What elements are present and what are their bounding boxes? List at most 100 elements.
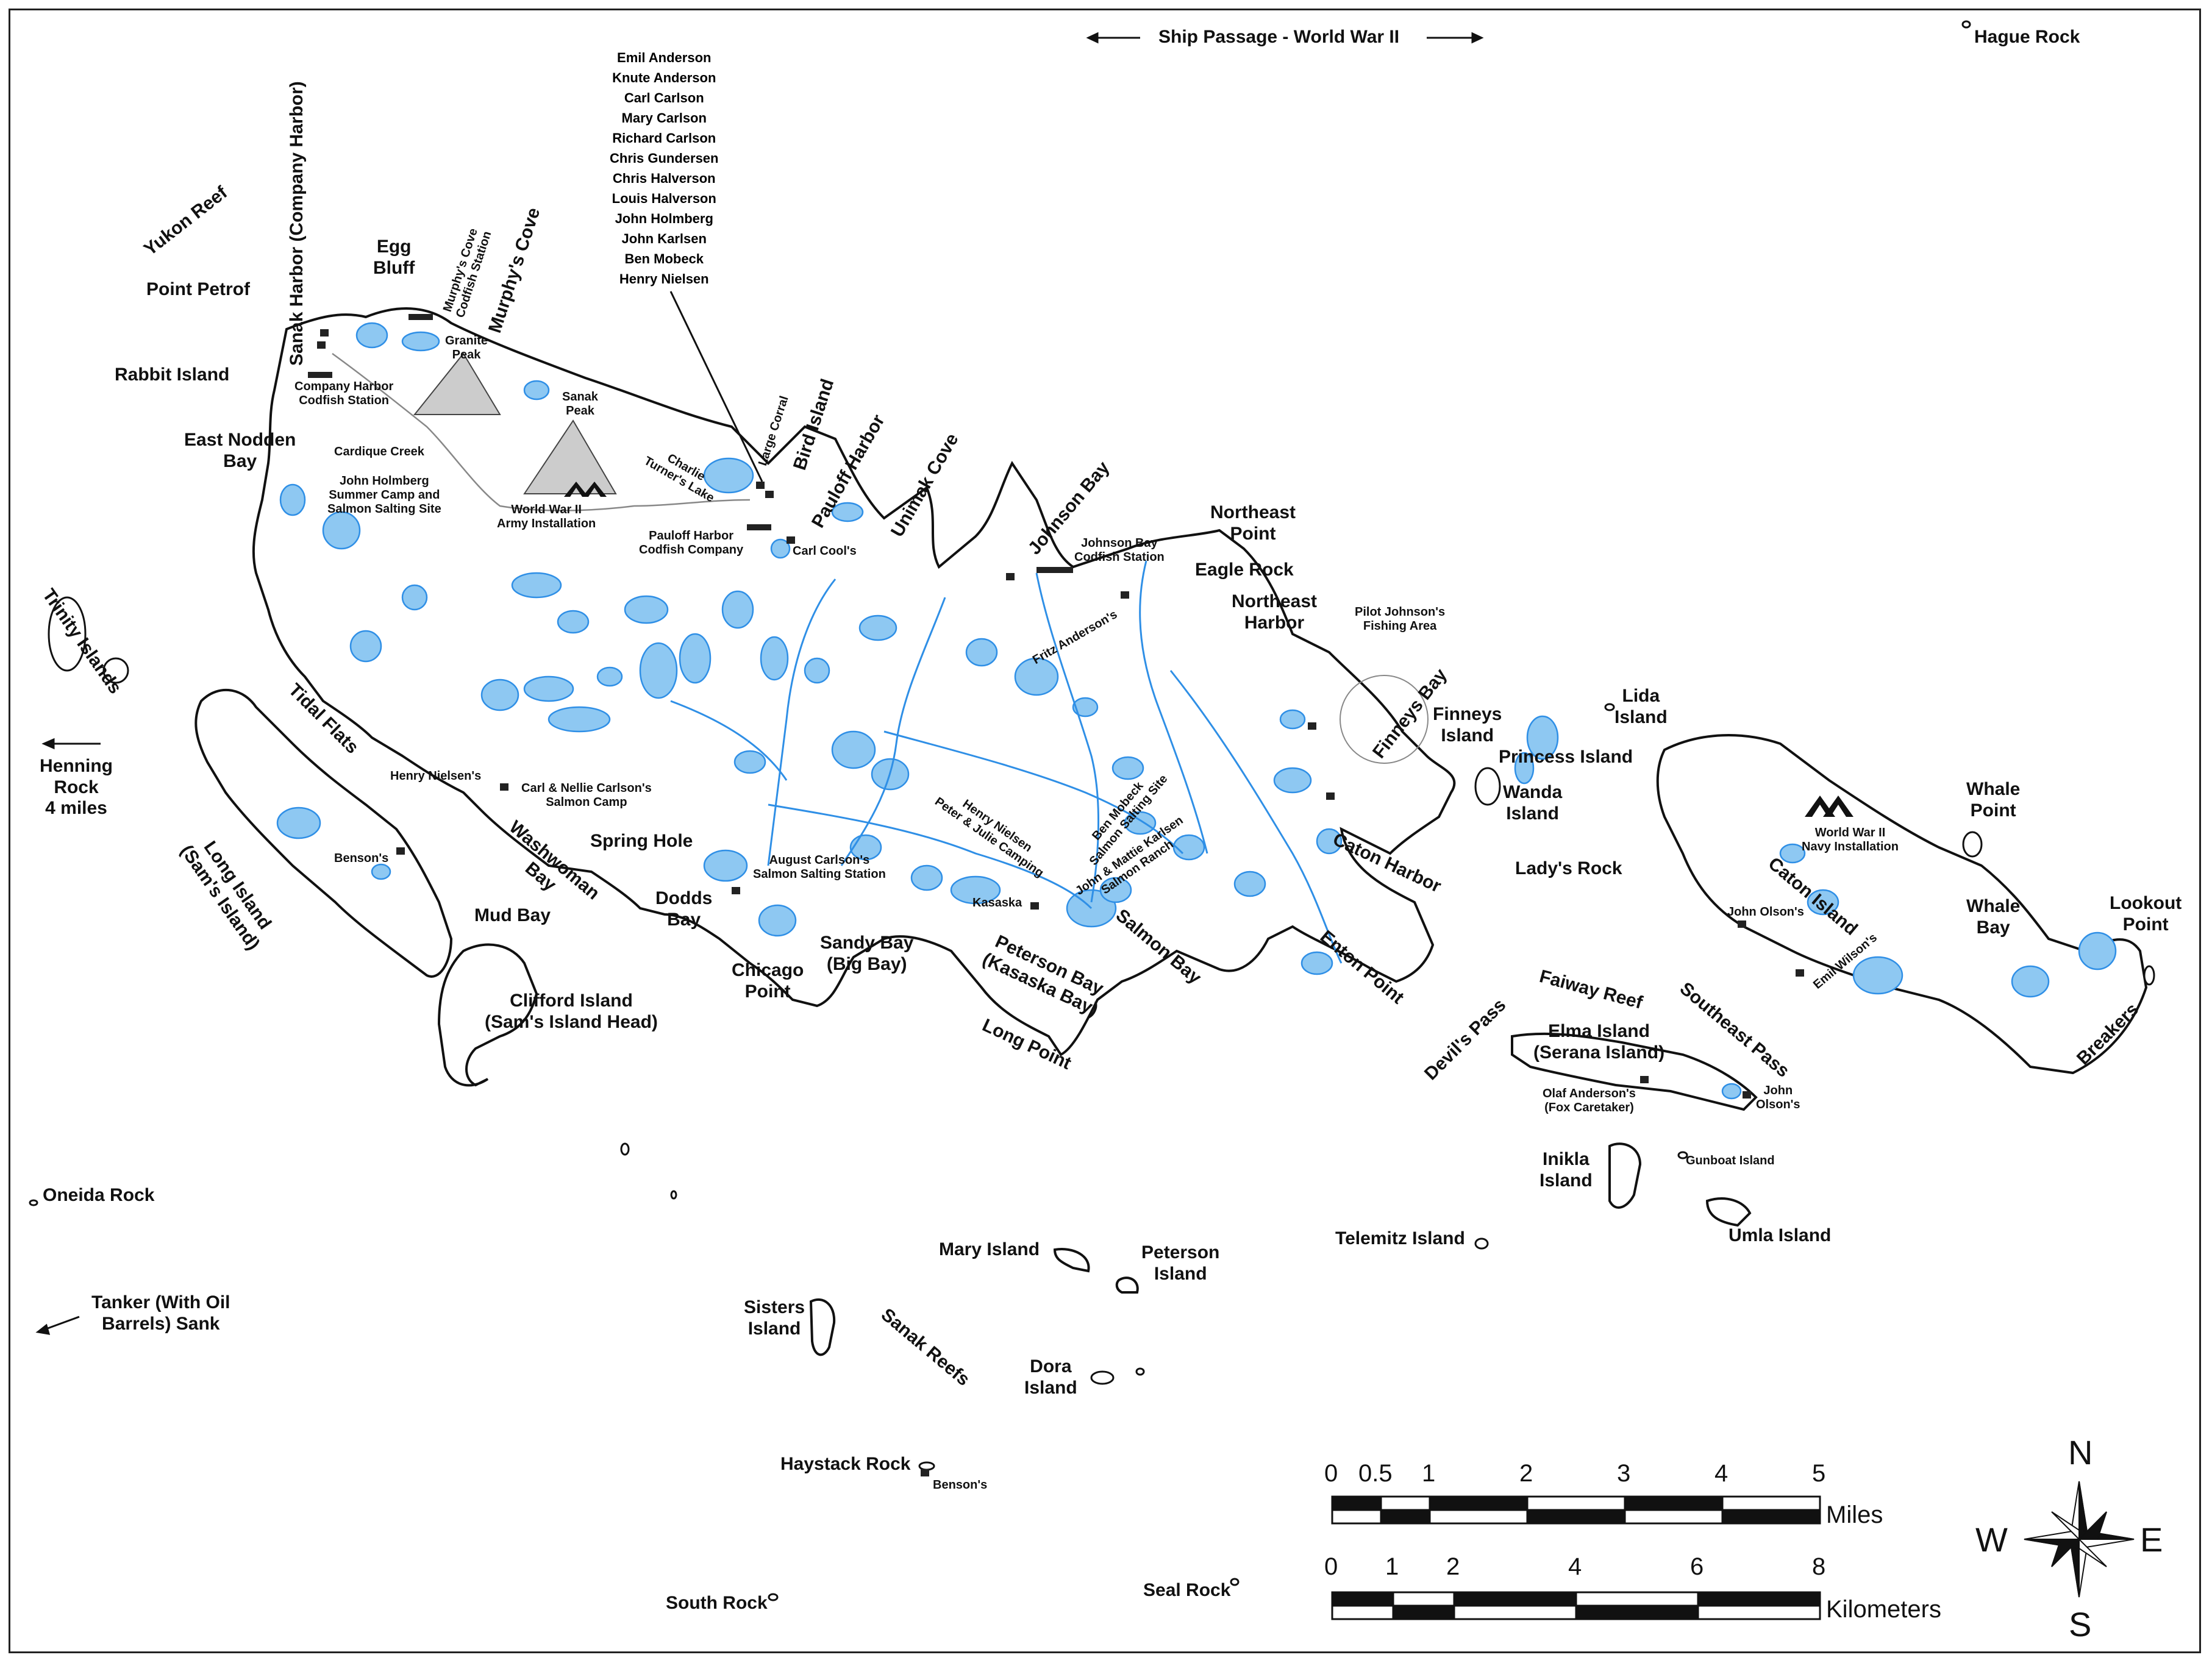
resident-name: Carl Carlson xyxy=(624,90,704,105)
navy-installation-icon xyxy=(1805,796,1853,817)
compass-south: S xyxy=(2069,1605,2092,1643)
clifford-island-label: Clifford Island (Sam's Island Head) xyxy=(485,991,658,1032)
olaf-andersons-label: Olaf Anderson's (Fox Caretaker) xyxy=(1543,1087,1636,1114)
sisters-island-label: Sisters Island xyxy=(744,1297,805,1339)
compass-rose xyxy=(2024,1481,2135,1598)
sanak-harbor-label: Sanak Harbor (Company Harbor) xyxy=(287,81,307,366)
john-olsons-label: John Olson's xyxy=(1727,905,1804,919)
company-harbor-codfish-label: Company Harbor Codfish Station xyxy=(294,380,394,407)
resident-name: John Karlsen xyxy=(621,231,707,246)
eagle-rock-label: Eagle Rock xyxy=(1195,560,1294,580)
carl-nellie-label: Carl & Nellie Carlson's Salmon Camp xyxy=(521,782,652,809)
lida-island-label: Lida Island xyxy=(1614,686,1668,727)
lakes xyxy=(276,322,2117,1100)
miles-unit-label: Miles xyxy=(1826,1501,1883,1528)
whale-bay-label: Whale Bay xyxy=(1966,896,2021,938)
mary-island-coastline xyxy=(1053,1248,1090,1273)
army-installation-icon xyxy=(564,482,607,497)
henry-nielsens-label: Henry Nielsen's xyxy=(390,769,482,783)
cardique-creek-label: Cardique Creek xyxy=(334,445,424,458)
inikla-island-label: Inikla Island xyxy=(1539,1149,1593,1191)
john-olsons-2-label: John Olson's xyxy=(1756,1084,1800,1111)
residents-list: Emil Anderson Knute Anderson Carl Carlso… xyxy=(610,48,718,289)
egg-bluff-label: Egg Bluff xyxy=(373,237,415,278)
resident-name: Chris Gundersen xyxy=(610,151,719,166)
granite-peak-label: Granite Peak xyxy=(445,334,488,361)
elma-island-coastline xyxy=(1511,1032,1758,1111)
names-pointer-line xyxy=(669,291,763,482)
mary-island-label: Mary Island xyxy=(939,1239,1040,1259)
long-island-coastline xyxy=(194,689,453,978)
east-nodden-bay-label: East Nodden Bay xyxy=(184,430,296,471)
kasaska-label: Kasaska xyxy=(972,896,1022,910)
peterson-island-coastline xyxy=(1115,1277,1139,1294)
resident-name: Mary Carlson xyxy=(621,110,707,126)
dodds-bay-label: Dodds Bay xyxy=(655,888,713,930)
haystack-rock-label: Haystack Rock xyxy=(780,1454,911,1474)
resident-name: Henry Nielsen xyxy=(619,271,709,287)
ww2-army-label: World War II Army Installation xyxy=(497,503,596,530)
compass-west: W xyxy=(1975,1520,2008,1559)
bensons-2-label: Benson's xyxy=(933,1478,988,1492)
rabbit-island-label: Rabbit Island xyxy=(115,365,230,385)
inikla-island-coastline xyxy=(1608,1142,1642,1209)
northeast-point-label: Northeast Point xyxy=(1210,502,1296,544)
ww2-navy-label: World War II Navy Installation xyxy=(1802,826,1899,853)
elma-island-label: Elma Island (Serana Island) xyxy=(1533,1021,1665,1063)
small-rocks xyxy=(29,20,2155,1601)
resident-name: Richard Carlson xyxy=(612,130,716,146)
bensons-label: Benson's xyxy=(334,852,389,865)
scale-bar-miles xyxy=(1331,1495,1821,1525)
km-tick: 1 xyxy=(1385,1553,1399,1580)
km-unit-label: Kilometers xyxy=(1826,1596,1941,1623)
carl-cools-label: Carl Cool's xyxy=(793,544,857,558)
compass-north: N xyxy=(2068,1433,2093,1472)
seal-rock-label: Seal Rock xyxy=(1143,1580,1231,1600)
lookout-point-label: Lookout Point xyxy=(2110,893,2182,935)
sandy-bay-label: Sandy Bay (Big Bay) xyxy=(820,933,914,974)
sisters-island-coastline xyxy=(809,1298,836,1356)
mud-bay-label: Mud Bay xyxy=(474,905,551,925)
sanak-peak-label: Sanak Peak xyxy=(562,390,598,418)
telemitz-island-label: Telemitz Island xyxy=(1335,1228,1465,1248)
miles-tick: 4 xyxy=(1714,1460,1729,1487)
sanak-island-coastline xyxy=(252,307,1456,1056)
john-holmberg-camp-label: John Holmberg Summer Camp and Salmon Sal… xyxy=(327,474,441,516)
whale-point-label: Whale Point xyxy=(1966,779,2021,821)
johnson-bay-codfish-label: Johnson Bay Codfish Station xyxy=(1074,536,1165,564)
clifford-island-coastline xyxy=(437,943,538,1087)
scale-bar-km xyxy=(1331,1591,1821,1620)
miles-tick: 0.5 xyxy=(1358,1460,1393,1487)
resident-name: John Holmberg xyxy=(615,211,713,226)
miles-tick: 3 xyxy=(1617,1460,1631,1487)
umla-island-label: Umla Island xyxy=(1729,1225,1832,1245)
dora-island-label: Dora Island xyxy=(1024,1356,1077,1398)
resident-name: Louis Halverson xyxy=(612,191,716,206)
miles-tick: 0 xyxy=(1324,1460,1338,1487)
pauloff-harbor-codfish-label: Pauloff Harbor Codfish Company xyxy=(639,529,744,557)
compass-east: E xyxy=(2140,1520,2163,1559)
chicago-point-label: Chicago Point xyxy=(732,960,804,1002)
august-carlson-label: August Carlson's Salmon Salting Station xyxy=(753,853,886,881)
wanda-island-label: Wanda Island xyxy=(1503,782,1563,824)
point-petrof-label: Point Petrof xyxy=(146,279,250,299)
pilot-johnson-area-circle xyxy=(1340,675,1429,764)
gunboat-island-label: Gunboat Island xyxy=(1686,1154,1775,1167)
hague-rock-label: Hague Rock xyxy=(1974,27,2080,47)
resident-name: Ben Mobeck xyxy=(624,251,704,266)
ship-passage-label: Ship Passage - World War II xyxy=(1158,27,1400,47)
oneida-rock-label: Oneida Rock xyxy=(43,1185,155,1205)
henning-rock-label: Henning Rock 4 miles xyxy=(40,756,113,818)
peterson-island-label: Peterson Island xyxy=(1141,1242,1220,1284)
miles-tick: 1 xyxy=(1422,1460,1436,1487)
arrows xyxy=(35,32,1484,1335)
ladys-rock-label: Lady's Rock xyxy=(1515,858,1622,878)
km-tick: 8 xyxy=(1812,1553,1826,1580)
miles-tick: 5 xyxy=(1812,1460,1826,1487)
km-tick: 6 xyxy=(1690,1553,1704,1580)
resident-name: Emil Anderson xyxy=(617,50,712,65)
km-tick: 2 xyxy=(1446,1553,1460,1580)
finneys-island-label: Finneys Island xyxy=(1433,704,1502,746)
road xyxy=(332,352,751,511)
